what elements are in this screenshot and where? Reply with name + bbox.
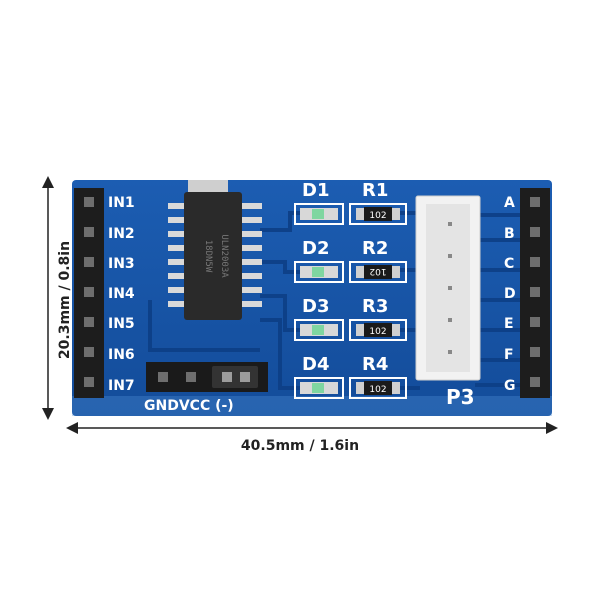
resistor-label-r4: R4 [362,354,388,375]
pin-label-c: C [504,256,514,272]
pin-label-in6: IN6 [108,347,135,363]
pin-label-in2: IN2 [108,226,135,242]
resistor-r2: 102 [349,261,407,283]
pin-label-in5: IN5 [108,316,135,332]
pin-label-f: F [504,347,514,363]
resistor-r3: 102 [349,319,407,341]
pin-label-in1: IN1 [108,195,135,211]
p3-connector[interactable] [415,195,481,381]
pin-label-b: B [504,226,515,242]
led-label-d2: D2 [302,238,329,259]
pin-label-g: G [504,378,516,394]
pin-label-d: D [504,286,516,302]
resistor-r4: 102 [349,377,407,399]
svg-text:102: 102 [369,327,386,337]
led-d1 [294,203,344,225]
chip-marking-2: ULN2003A [219,234,229,278]
resistor-label-r1: R1 [362,180,388,201]
width-dimension-label: 40.5mm / 1.6in [240,438,360,454]
pin-label-in3: IN3 [108,256,135,272]
svg-text:102: 102 [369,266,386,276]
svg-text:102: 102 [369,385,386,395]
resistor-label-r2: R2 [362,238,388,259]
svg-text:102: 102 [369,211,386,221]
pin-label-e: E [504,316,514,332]
power-jumper-header[interactable] [146,362,268,392]
pin-label-in7: IN7 [108,378,135,394]
uln2003-chip: 18DN5W ULN2003A [168,180,262,320]
resistor-label-r3: R3 [362,296,388,317]
connector-label-p3: P3 [446,385,475,409]
resistor-r1: 102 [349,203,407,225]
led-d2 [294,261,344,283]
led-label-d1: D1 [302,180,329,201]
pin-label-in4: IN4 [108,286,135,302]
led-label-d4: D4 [302,354,329,375]
left-pin-header[interactable] [74,188,104,398]
right-pin-header[interactable] [520,188,550,398]
chip-marking-1: 18DN5W [203,240,213,273]
led-label-d3: D3 [302,296,329,317]
pin-label-a: A [504,195,515,211]
led-d4 [294,377,344,399]
power-label: GNDVCC (-) [144,398,234,414]
led-d3 [294,319,344,341]
